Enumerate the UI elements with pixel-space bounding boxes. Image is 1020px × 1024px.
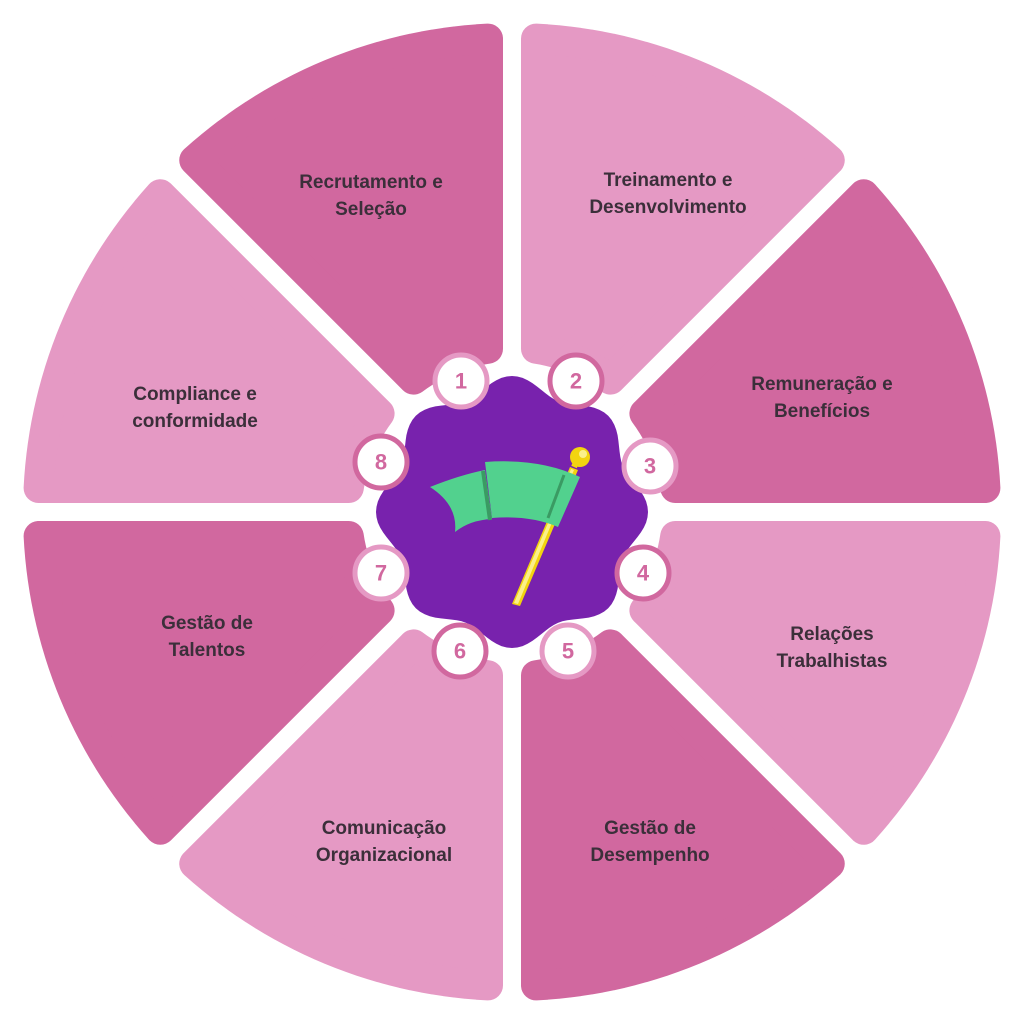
step-number-badge-2: 2: [547, 352, 605, 410]
svg-text:3: 3: [644, 454, 656, 479]
step-number-badge-4: 4: [614, 544, 672, 602]
step-number-badge-5: 5: [539, 622, 597, 680]
flag-icon: [430, 447, 590, 606]
step-number-badge-3: 3: [621, 437, 679, 495]
svg-text:4: 4: [637, 561, 650, 586]
svg-text:1: 1: [455, 369, 467, 394]
svg-text:7: 7: [375, 561, 387, 586]
svg-text:6: 6: [454, 639, 466, 664]
svg-text:2: 2: [570, 369, 582, 394]
step-number-badge-8: 8: [352, 433, 410, 491]
svg-text:8: 8: [375, 450, 387, 475]
step-number-badge-1: 1: [432, 352, 490, 410]
svg-text:5: 5: [562, 639, 574, 664]
step-number-badge-7: 7: [352, 544, 410, 602]
step-number-badge-6: 6: [431, 622, 489, 680]
